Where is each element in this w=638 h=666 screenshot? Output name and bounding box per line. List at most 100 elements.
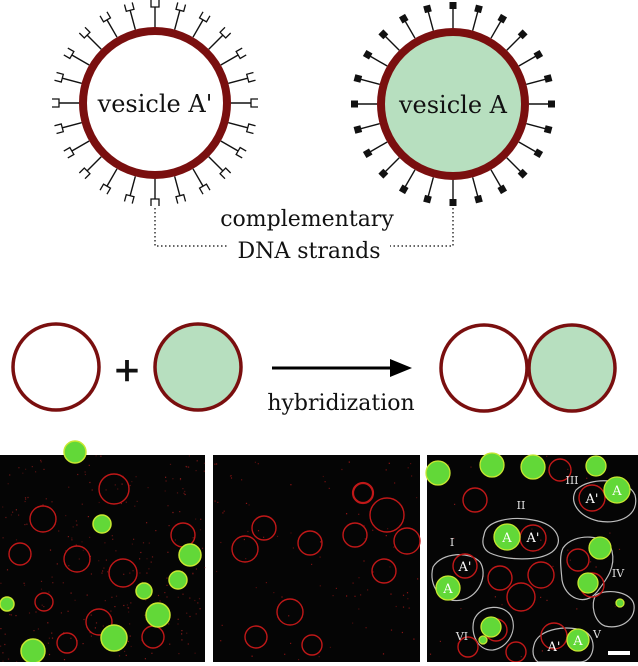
noise-speck [590, 561, 592, 563]
noise-speck [110, 610, 112, 612]
noise-speck [230, 475, 232, 477]
noise-speck [618, 548, 621, 550]
noise-speck [15, 615, 17, 617]
noise-speck [460, 608, 462, 610]
red-vesicle [566, 548, 590, 572]
dna-strand [490, 13, 508, 39]
dna-strand [228, 121, 256, 135]
micrograph-1-background [0, 455, 205, 662]
letter-a-prime: A' [585, 492, 599, 507]
vesicle-a-prime [79, 27, 231, 179]
noise-speck [166, 577, 168, 579]
noise-speck [5, 516, 7, 519]
noise-speck [394, 482, 396, 484]
noise-speck [165, 476, 167, 478]
noise-speck [385, 535, 387, 537]
noise-speck [127, 640, 129, 643]
noise-speck [147, 487, 149, 489]
noise-speck [37, 628, 39, 630]
noise-speck [609, 532, 611, 534]
noise-speck [49, 549, 52, 551]
noise-speck [84, 471, 86, 473]
complementary-label-line1: complementary [220, 207, 394, 232]
noise-speck [146, 522, 148, 524]
noise-speck [329, 646, 331, 648]
noise-speck [148, 542, 150, 544]
noise-speck [166, 596, 168, 598]
noise-speck [195, 613, 197, 615]
noise-speck [222, 512, 224, 514]
noise-speck [354, 595, 356, 597]
noise-speck [120, 502, 122, 505]
noise-speck [165, 480, 167, 482]
green-vesicle [478, 635, 488, 645]
noise-speck [133, 538, 135, 540]
noise-speck [311, 563, 313, 565]
green-vesicle [588, 536, 612, 560]
dna-strand [123, 2, 137, 30]
noise-speck [114, 484, 116, 486]
dna-strand [526, 122, 553, 134]
noise-speck [363, 525, 365, 527]
noise-speck [33, 630, 35, 632]
dna-strand [506, 157, 528, 179]
noise-speck [186, 466, 188, 468]
scale-bar [608, 651, 630, 655]
noise-speck [48, 637, 50, 639]
noise-speck [15, 509, 17, 511]
dna-strand [518, 49, 544, 67]
noise-speck [168, 623, 170, 625]
noise-speck [123, 573, 125, 575]
noise-speck [385, 469, 387, 471]
dna-strand [52, 98, 79, 108]
noise-speck [104, 542, 106, 544]
noise-speck [198, 598, 201, 600]
noise-speck [151, 556, 154, 558]
noise-speck [51, 637, 54, 639]
red-vesicle [276, 598, 304, 626]
dna-strand [54, 71, 82, 85]
noise-speck [12, 511, 14, 513]
noise-speck [35, 611, 37, 613]
noise-speck [128, 611, 130, 613]
noise-speck [189, 615, 191, 618]
noise-speck [95, 455, 97, 457]
noise-speck [535, 660, 537, 662]
noise-speck [105, 559, 107, 561]
noise-speck [24, 584, 26, 586]
connector-right [390, 208, 454, 247]
red-vesicle [231, 535, 259, 563]
noise-speck [358, 577, 360, 579]
noise-speck [372, 529, 374, 531]
noise-speck [63, 659, 66, 661]
noise-speck [273, 592, 275, 594]
noise-speck [105, 489, 107, 491]
dna-strand [228, 71, 256, 85]
noise-speck [157, 594, 160, 597]
noise-speck [352, 622, 354, 624]
dna-strand [99, 11, 118, 38]
scheme-vesicle-a-prime [11, 322, 101, 412]
noise-speck [25, 498, 27, 500]
hybridization-scheme: + hybridization [11, 322, 617, 416]
dna-strand [362, 141, 388, 159]
noise-speck [576, 608, 578, 610]
noise-speck [177, 618, 179, 620]
micrograph-2-noise [214, 461, 419, 661]
noise-speck [146, 572, 148, 574]
numeral-ii: II [517, 499, 526, 512]
noise-speck [94, 627, 96, 629]
noise-speck [102, 625, 104, 627]
dna-strand [351, 100, 377, 108]
noise-speck [35, 471, 37, 473]
noise-speck [51, 576, 53, 578]
noise-speck [177, 596, 179, 598]
dna-strand [398, 13, 416, 39]
noise-speck [111, 596, 113, 598]
complementary-label-line2: DNA strands [237, 239, 380, 264]
noise-speck [255, 587, 257, 589]
noise-speck [195, 568, 197, 570]
noise-speck [320, 541, 322, 543]
green-vesicle-a [603, 476, 631, 504]
noise-speck [4, 633, 6, 635]
